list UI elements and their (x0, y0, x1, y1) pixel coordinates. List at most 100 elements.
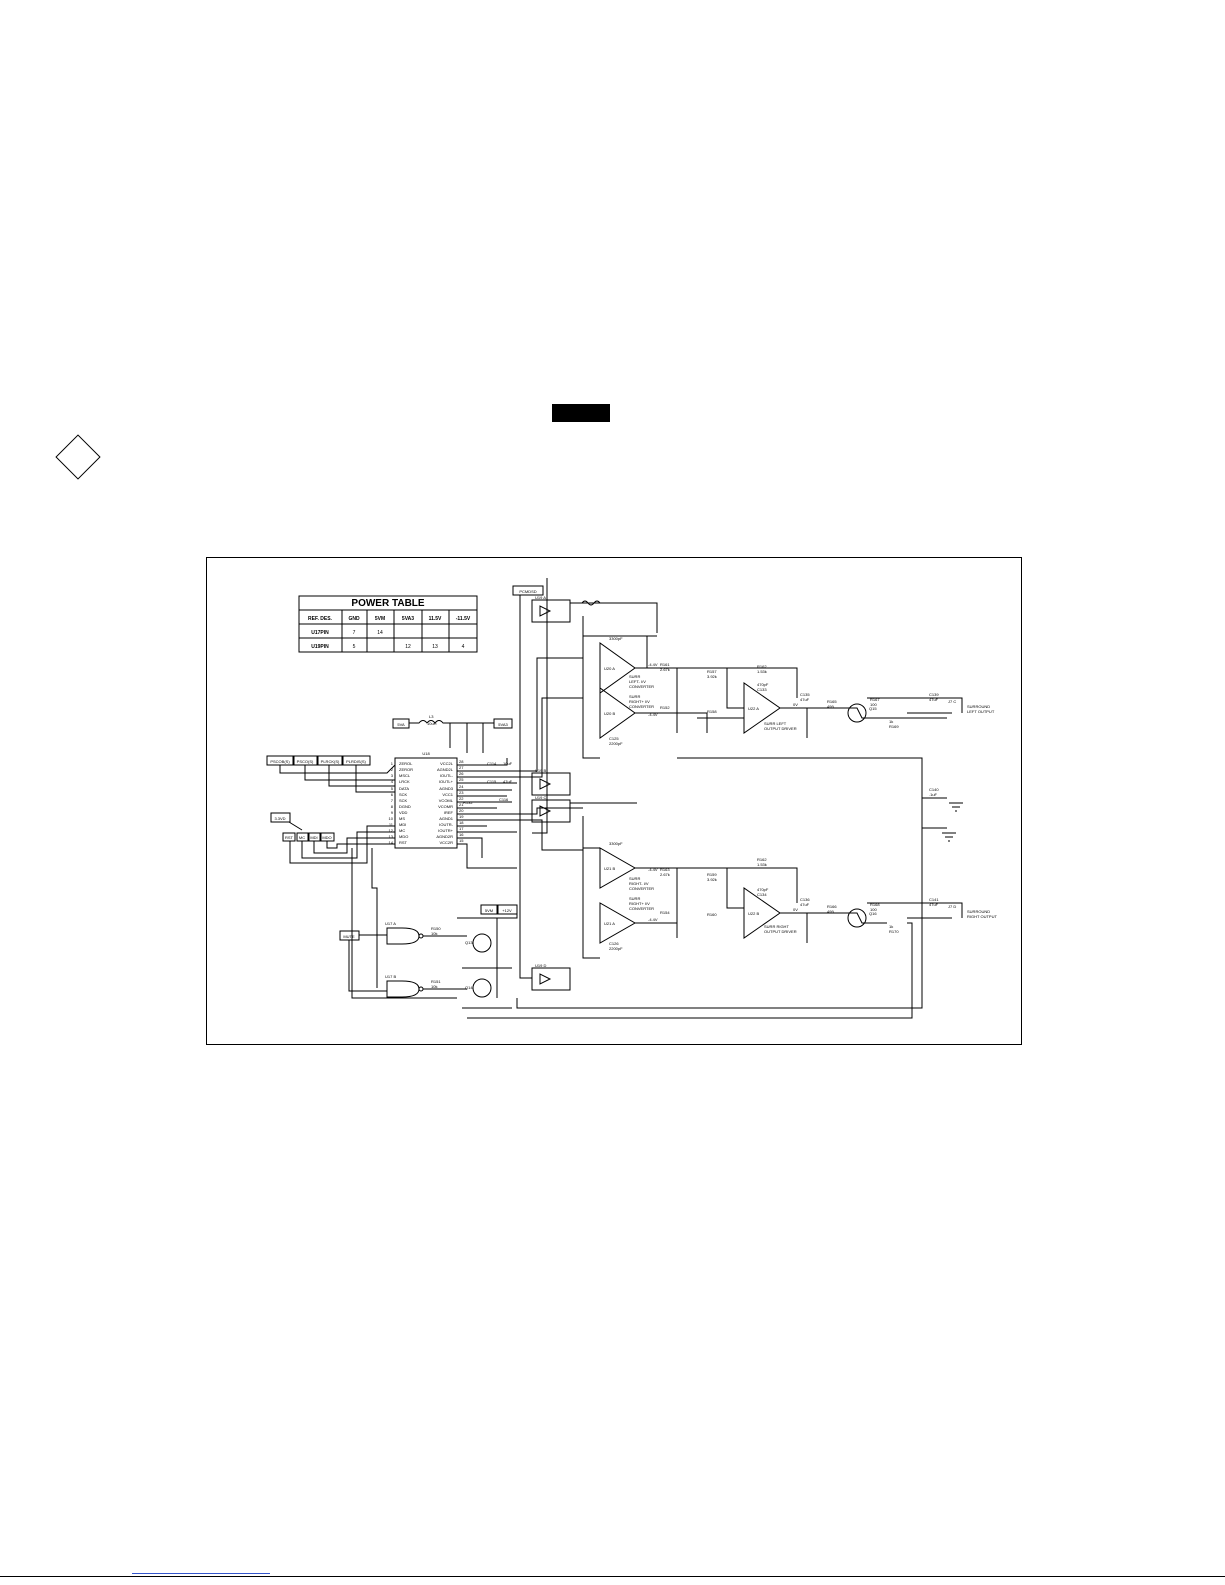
value-label: 10k (431, 931, 437, 936)
part-ref: J7 C (948, 699, 956, 704)
power-table (298, 595, 478, 653)
value-label: 10uH (427, 721, 437, 726)
dac-pin-number: 14 (389, 840, 394, 845)
dac-pin: ZEROL (399, 761, 413, 766)
dac-pin-number: 28 (459, 759, 464, 764)
dac-pin-number: 16 (459, 832, 464, 837)
value-label: 2200pF (609, 946, 623, 951)
dac-pin-number: 12 (389, 828, 394, 833)
power-table-cell: 13 (432, 644, 438, 650)
dac-pin-number: 7 (391, 798, 394, 803)
part-ref: R154 (660, 910, 670, 915)
dac-pin-number: 18 (459, 820, 464, 825)
dac-pin-number: 23 (459, 790, 464, 795)
part-ref: R157 (707, 669, 717, 674)
value-label: 100 (870, 907, 877, 912)
net-label: 5VM (485, 908, 493, 913)
part-ref: R160 (707, 912, 717, 917)
part-ref: R169 (889, 724, 899, 729)
part-ref: C134 (757, 892, 767, 897)
part-ref: U17 A (385, 921, 396, 926)
value-label: 2200pF (609, 741, 623, 746)
part-ref: R150 (431, 926, 441, 931)
net-label: RST (285, 835, 294, 840)
opamp-u21b (599, 847, 637, 889)
value-label: 3300pF (609, 636, 623, 641)
block-label: RIGHT+ I/V (629, 901, 650, 906)
value-label: 499 (827, 704, 834, 709)
block-label: CONVERTER (629, 704, 654, 709)
part-ref: C114 (487, 761, 497, 766)
black-tab-marker (552, 404, 610, 422)
net-label: MC (299, 835, 305, 840)
net-label: 5VA (397, 722, 405, 727)
part-ref: Q13 (465, 940, 473, 945)
power-table-header: REF. DES. (308, 616, 333, 622)
part-ref: Q14 (465, 985, 473, 990)
part-ref: C125 (609, 736, 619, 741)
block-label: RIGHT+ I/V (629, 699, 650, 704)
dac-pin: RST (399, 840, 408, 845)
part-ref: R151 (431, 979, 441, 984)
power-table-header: GND (348, 616, 360, 622)
dac-pin-number: 6 (391, 792, 394, 797)
value-label: 3.92k (707, 877, 717, 882)
net-label: PLRDIS(S) (346, 759, 366, 764)
dac-pin: IOUTL+ (439, 779, 454, 784)
block-label: SURR LEFT (764, 721, 787, 726)
power-table-cell: 14 (377, 630, 383, 636)
net-label: 3.3VD (274, 816, 285, 821)
dac-pin-number: 27 (459, 765, 464, 770)
part-ref: U20 B (604, 711, 615, 716)
dac-pin: VCOMR (438, 804, 453, 809)
voltage-label: -4.4V (648, 867, 658, 872)
part-ref: C126 (609, 941, 619, 946)
part-ref: U19 D (535, 963, 546, 968)
part-ref: C115 (487, 779, 497, 784)
net-label: MDI (310, 835, 317, 840)
value-label: 1.53k (757, 669, 767, 674)
part-ref: U21 B (604, 866, 615, 871)
dac-pin: IREF (444, 810, 454, 815)
block-label: SURROUND (967, 704, 990, 709)
part-ref: U19 C (535, 795, 546, 800)
part-ref: R162 (757, 857, 767, 862)
block-label: SURR (629, 896, 640, 901)
part-ref: R163 (660, 867, 670, 872)
block-label: OUTPUT DRIVER (764, 726, 797, 731)
power-table-header: -11.5V (456, 616, 471, 622)
power-table-cell: 12 (405, 644, 411, 650)
power-table-header: 5VM (375, 616, 385, 622)
part-ref: U21 A (604, 921, 615, 926)
opamp-u21a (599, 902, 637, 944)
net-label: PLRCK(S) (321, 759, 340, 764)
dac-pin: VCC2L (440, 761, 454, 766)
dac-pin-number: 9 (391, 810, 394, 815)
net-label: PCMDSD (519, 589, 536, 594)
value-label: 47uF (929, 902, 939, 907)
dac-pin: ZEROR (399, 767, 413, 772)
value-label: 10uF (503, 761, 513, 766)
block-label: CONVERTER (629, 684, 654, 689)
value-label: 470pF (757, 887, 769, 892)
net-label: MUTE (343, 934, 355, 939)
dac-pin: IOUTR+ (438, 828, 453, 833)
part-ref: Q15 (869, 706, 877, 711)
part-ref: U22 B (748, 911, 759, 916)
dac-pin: AGND3 (439, 786, 454, 791)
part-ref: L3 (429, 714, 434, 719)
footer-link-underline[interactable] (132, 1573, 270, 1574)
value-label: 470pF (757, 682, 769, 687)
block-label: CONVERTER (629, 906, 654, 911)
block-label: SURR RIGHT (764, 924, 789, 929)
value-label: 47uF (503, 779, 513, 784)
block-label: SURR (629, 674, 640, 679)
dac-pin-number: 10 (389, 816, 394, 821)
part-ref: R170 (889, 929, 899, 934)
opamp-u22b (743, 887, 781, 939)
block-label: CONVERTER (629, 886, 654, 891)
power-table-cell: 7 (353, 630, 356, 636)
value-label: 47uF (800, 902, 810, 907)
part-ref: U19 A (535, 595, 546, 600)
dac-ref: U18 (422, 751, 430, 756)
